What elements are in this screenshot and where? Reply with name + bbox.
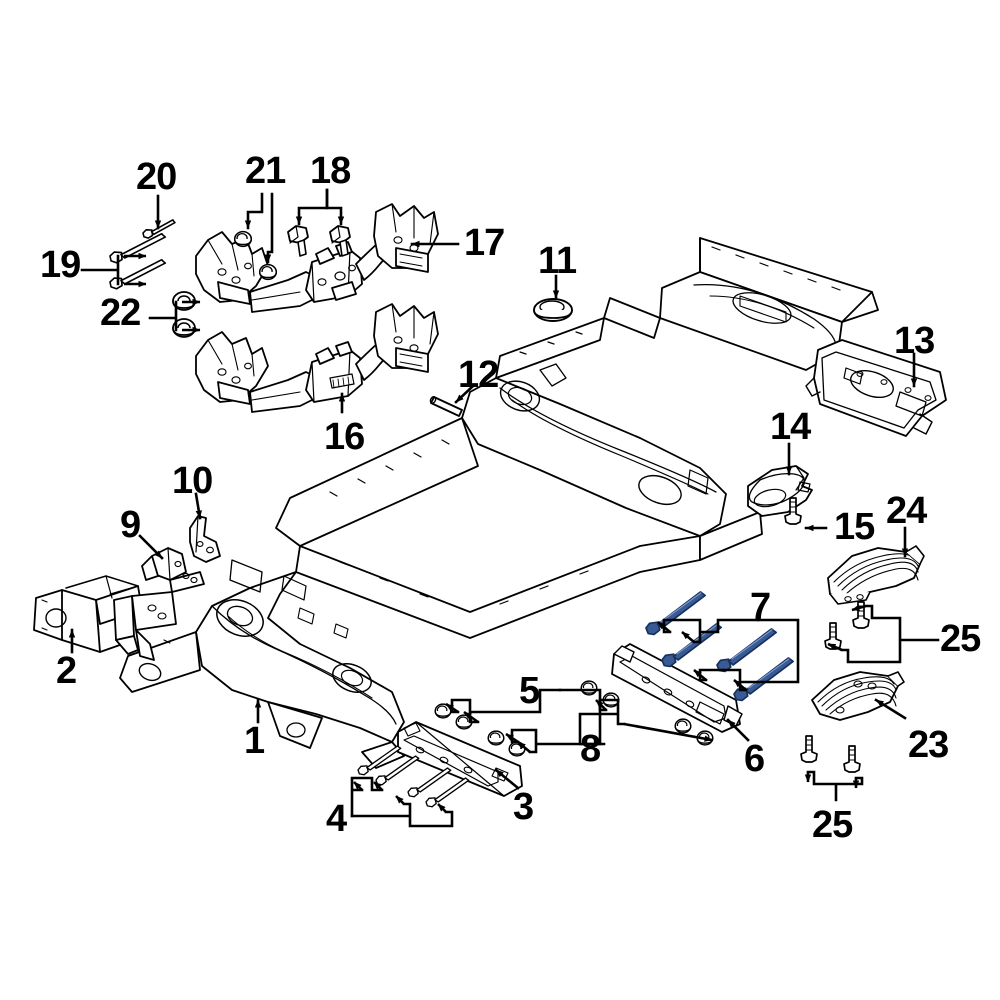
screw-1-art	[287, 225, 309, 257]
tow-hook-bracket-art	[747, 465, 813, 517]
callout-19: 19	[40, 244, 81, 286]
callout-22: 22	[100, 292, 141, 334]
callout-20: 20	[136, 156, 177, 198]
callout-16: 16	[324, 416, 365, 458]
callout-25-lower: 25	[812, 804, 853, 846]
leader-23	[874, 698, 907, 720]
callout-1: 1	[244, 720, 265, 762]
pin-art	[429, 396, 463, 417]
reinforcement-bolt-lower-1-art	[800, 735, 818, 763]
callout-10: 10	[172, 460, 213, 502]
callout-4: 4	[326, 798, 347, 840]
crossmember-nut-8c-art	[674, 718, 692, 734]
callout-5: 5	[519, 670, 540, 712]
callout-23: 23	[908, 724, 949, 766]
plug-art	[533, 298, 573, 322]
isolator-nut-2-art	[258, 263, 278, 281]
callout-21: 21	[245, 150, 286, 192]
leader-9	[138, 534, 164, 560]
callout-25-upper: 25	[940, 618, 981, 660]
callout-6: 6	[744, 738, 765, 780]
reinforcement-lower-art	[811, 671, 905, 721]
leader-10	[194, 492, 202, 520]
callout-12: 12	[458, 354, 499, 396]
highlighted-bolt-7c-art	[716, 628, 777, 673]
callout-15: 15	[834, 506, 875, 548]
bracket-upper-art	[189, 515, 221, 563]
bracket-arrowheads	[124, 252, 867, 813]
callout-11: 11	[538, 240, 577, 282]
leader-6	[726, 718, 750, 742]
crossmember-nut-5c-art	[487, 730, 505, 746]
callout-2: 2	[56, 650, 77, 692]
leader-12	[454, 384, 475, 404]
crossmember-transmission-upper-art	[195, 203, 439, 313]
callout-7: 7	[750, 586, 771, 628]
leader-lines	[68, 188, 918, 790]
callout-14: 14	[770, 406, 811, 448]
isolator-nut-1-art	[233, 230, 253, 248]
callout-24: 24	[886, 490, 927, 532]
crossmember-transmission-lower-art	[195, 303, 439, 413]
crossmember-nut-8a-art	[580, 680, 598, 696]
callout-17: 17	[464, 222, 505, 264]
bracket-leaders	[80, 254, 940, 828]
callout-3: 3	[513, 786, 534, 828]
leader-3	[494, 768, 520, 790]
callout-9: 9	[120, 504, 141, 546]
front-frame-extension-art	[33, 575, 177, 661]
callout-18: 18	[310, 150, 351, 192]
reinforcement-upper-art	[827, 545, 925, 605]
reinforcement-bolt-lower-2-art	[843, 745, 861, 773]
screw-2-art	[329, 225, 351, 257]
callout-8: 8	[580, 728, 601, 770]
callout-13: 13	[894, 320, 935, 362]
